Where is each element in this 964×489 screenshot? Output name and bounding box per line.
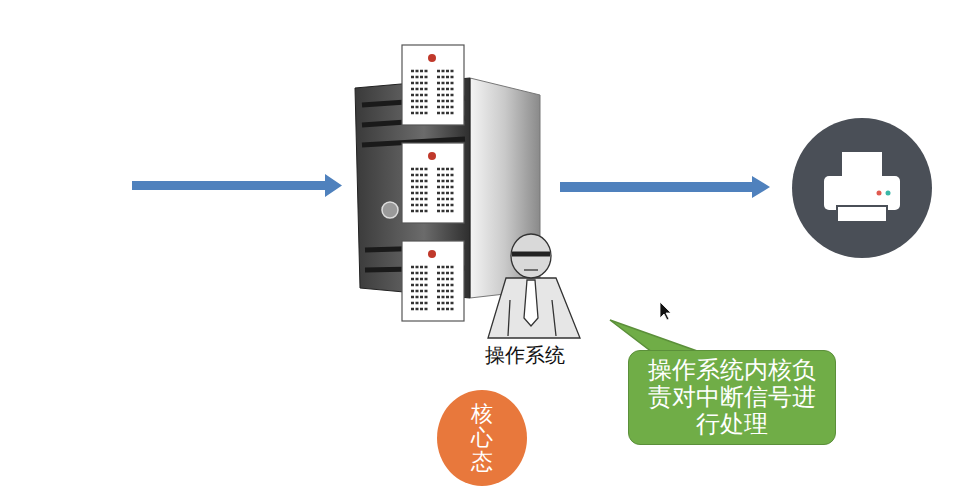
figure-arms: [508, 300, 556, 336]
figure-label: 操作系统: [485, 342, 565, 369]
printer-light: [877, 191, 882, 196]
printer-ground: [792, 118, 932, 258]
printer-icon: [792, 118, 932, 258]
document-icon: [402, 143, 464, 223]
state-circle: 核心态: [437, 390, 527, 487]
figure-tie: [524, 280, 538, 326]
figure-head: [511, 234, 551, 278]
output-arrow: [560, 176, 770, 198]
printer-tray: [837, 206, 887, 222]
figure-mouth: [524, 269, 538, 270]
node-text: 核心态: [471, 402, 493, 475]
mouse-cursor: [660, 302, 671, 320]
power-button: [382, 202, 398, 218]
document-icon: [402, 45, 464, 125]
callout-tail: [610, 320, 700, 352]
node-text: 操作系统内核负责对中断信号进行处理: [639, 357, 825, 438]
figure-glasses: [512, 252, 550, 257]
printer-body: [824, 176, 900, 210]
printer-light: [886, 191, 891, 196]
callout-bubble: 操作系统内核负责对中断信号进行处理: [628, 350, 836, 445]
operator-figure: [488, 234, 580, 338]
document-icon: [402, 241, 464, 321]
input-arrow: [132, 174, 342, 197]
figure-body: [488, 278, 580, 338]
printer-paper: [842, 152, 882, 178]
